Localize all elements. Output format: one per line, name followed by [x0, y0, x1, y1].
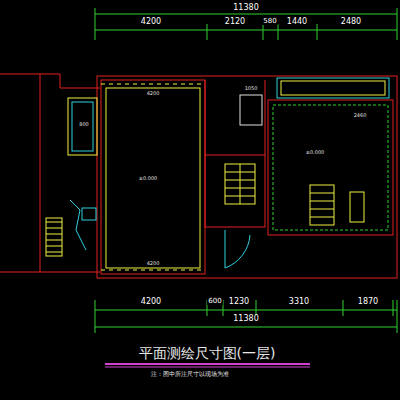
dimension-text: 3310 — [288, 298, 310, 306]
dimension-text: 11380 — [232, 4, 259, 12]
dimension-text: 4200 — [140, 18, 162, 26]
drawing-note: 注：图中所注尺寸以现场为准 — [150, 371, 230, 377]
dimension-text: 2120 — [224, 18, 246, 26]
dimension-text: 1870 — [357, 298, 379, 306]
dimension-text: 4200 — [140, 298, 162, 306]
plan-annotation: 4200 — [146, 91, 161, 96]
plan-annotation: 1050 — [244, 86, 259, 91]
plan-annotation: ±0.000 — [305, 150, 326, 155]
plan-annotation: ±0.000 — [138, 176, 159, 181]
drawing-title: 平面测绘尺寸图(一层) — [138, 346, 277, 360]
plan-annotation: 2460 — [353, 113, 368, 118]
dimension-text: 600 — [207, 298, 222, 305]
dimension-text: 2480 — [340, 18, 362, 26]
plan-annotation: 800 — [78, 122, 90, 127]
dimension-text: 1440 — [286, 18, 308, 26]
dimension-text: 11380 — [232, 315, 259, 323]
plan-annotation: 4200 — [146, 261, 161, 266]
dimension-text: 1230 — [228, 298, 250, 306]
dimension-text: 580 — [262, 18, 277, 25]
